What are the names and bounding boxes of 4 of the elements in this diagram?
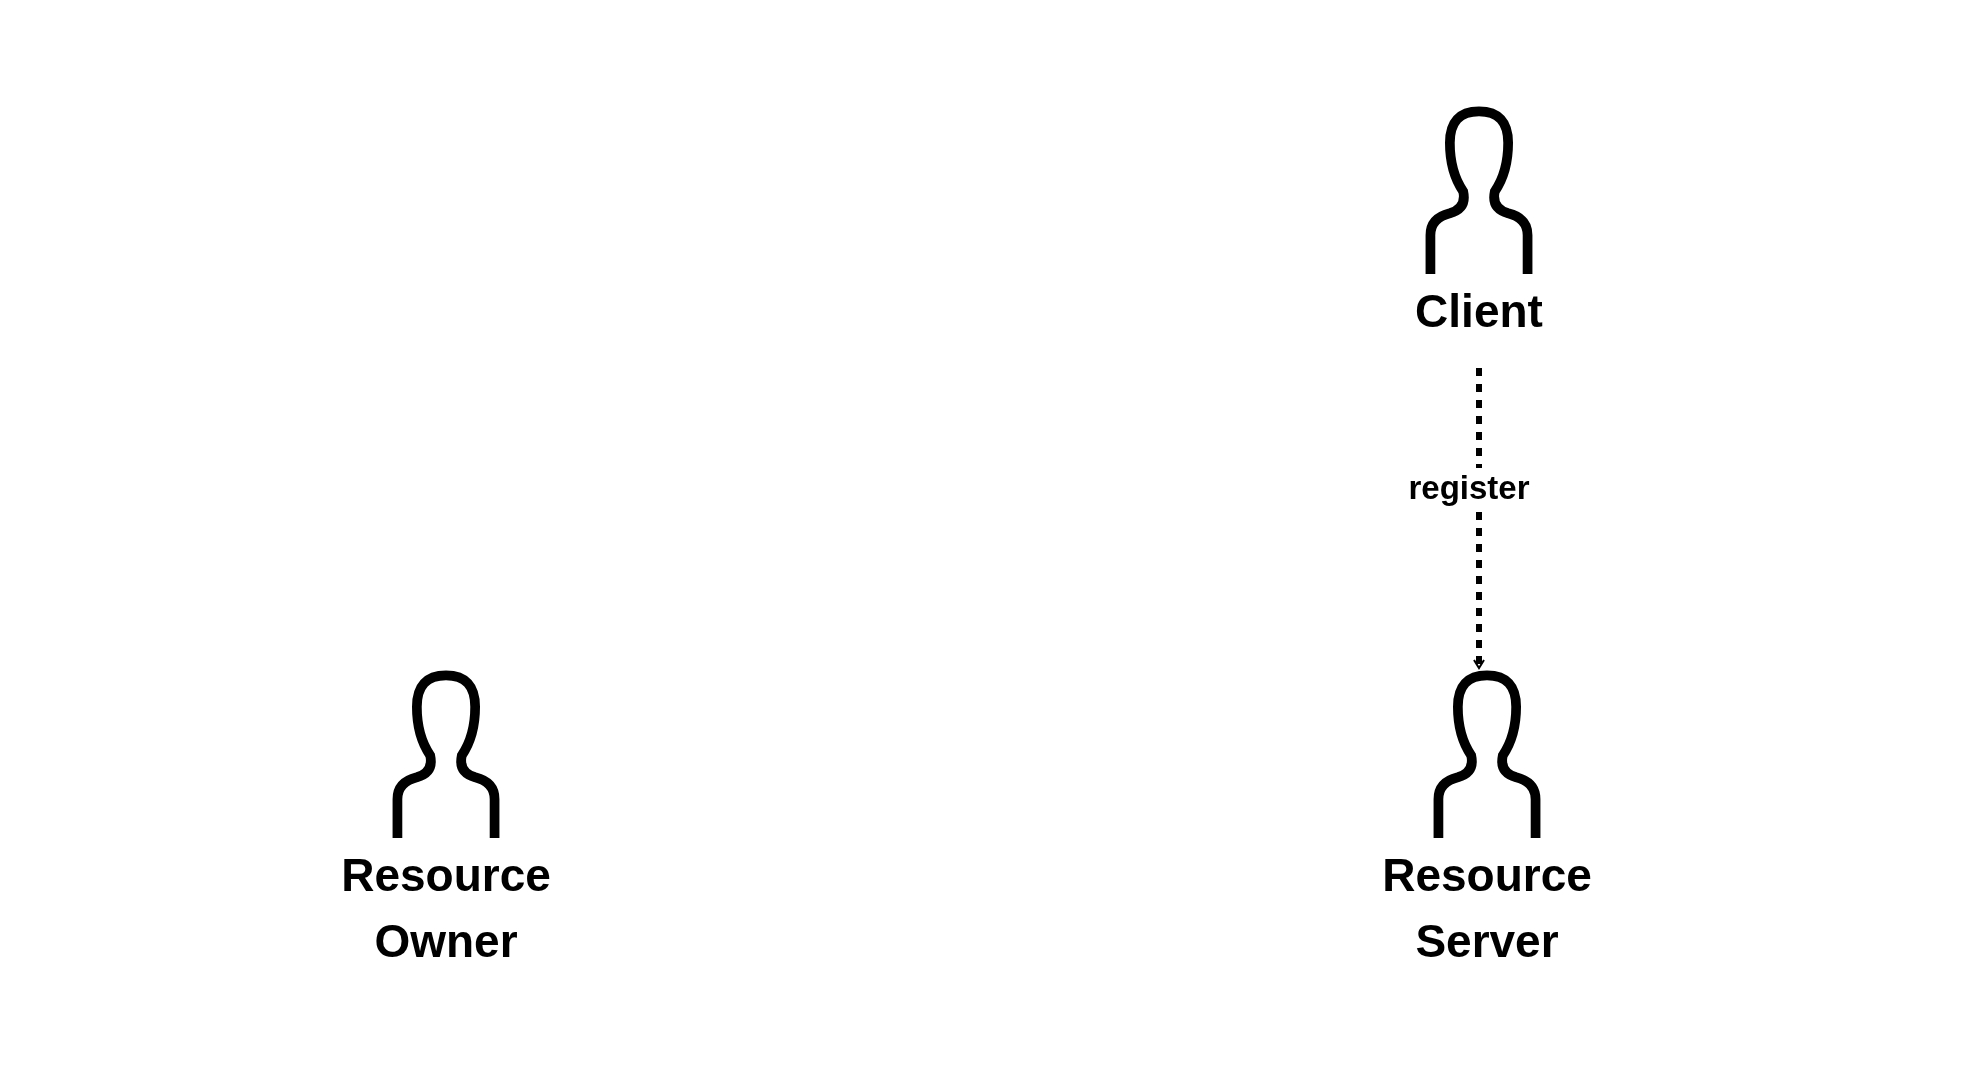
arrow — [1473, 368, 1485, 669]
node-label: Resource Server — [1381, 848, 1593, 969]
node-label: Client — [1415, 284, 1543, 339]
node-label: Resource Owner — [340, 848, 552, 969]
